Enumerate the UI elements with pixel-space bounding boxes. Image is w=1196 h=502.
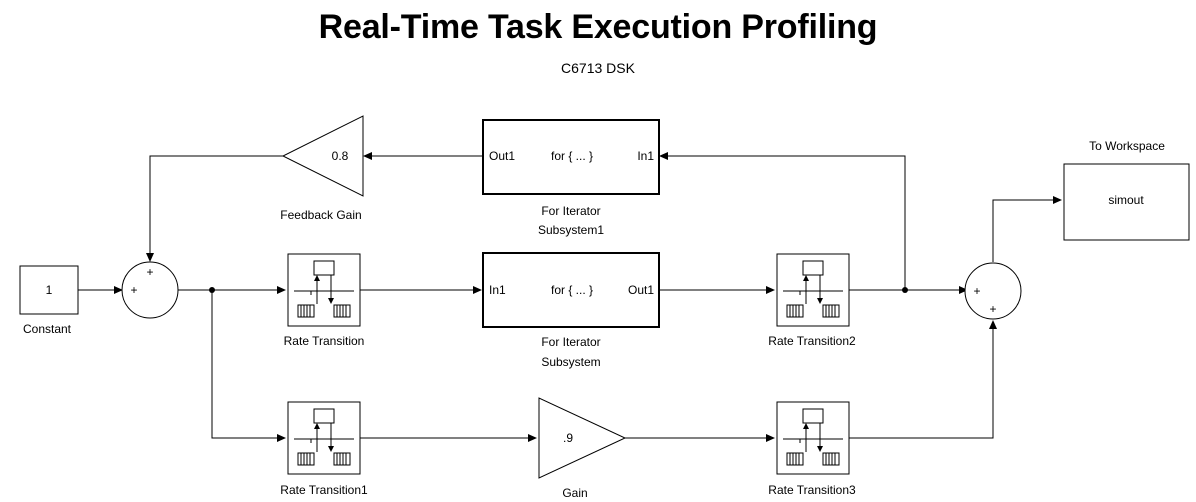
diagram-subtitle: C6713 DSK xyxy=(561,60,635,76)
feedback-gain-value: 0.8 xyxy=(332,149,349,163)
rate-transition3-block[interactable] xyxy=(776,401,850,475)
rate-transition-block[interactable] xyxy=(287,253,361,327)
feedback-gain-block[interactable]: 0.8 xyxy=(281,115,364,197)
wire-feedback-gain-to-sum[interactable] xyxy=(149,155,283,254)
gain-value: .9 xyxy=(563,431,573,445)
feedback-gain-label: Feedback Gain xyxy=(280,208,361,222)
for-iter-sub-label-line2: Subsystem xyxy=(541,355,600,369)
sum-sign-top: + xyxy=(146,265,153,279)
diagram-title: Real-Time Task Execution Profiling xyxy=(318,8,878,46)
wire-branch-to-rate-transition1[interactable] xyxy=(211,290,278,439)
to-workspace-value: simout xyxy=(1108,193,1144,207)
for-iter-sub1-label-line1: For Iterator xyxy=(541,204,600,218)
for-iter-sub1-body: for { ... } xyxy=(551,149,593,163)
constant-label: Constant xyxy=(23,322,72,336)
rate-transition3-icon xyxy=(776,401,850,475)
for-iter-sub1-port-in: In1 xyxy=(637,149,654,163)
rate-transition1-label: Rate Transition1 xyxy=(280,483,368,497)
gain-label: Gain xyxy=(562,486,587,500)
sum-output-sign-bottom: + xyxy=(989,302,996,316)
wire-branch-to-for-iter-sub1[interactable] xyxy=(667,155,906,290)
gain-block[interactable]: .9 xyxy=(538,397,627,479)
sum-block[interactable]: + + xyxy=(121,261,179,319)
for-iter-sub1-port-out: Out1 xyxy=(489,149,515,163)
constant-value: 1 xyxy=(46,283,53,297)
rate-transition1-icon xyxy=(287,401,361,475)
to-workspace-label: To Workspace xyxy=(1089,139,1165,153)
for-iter-sub1-label-line2: Subsystem1 xyxy=(538,223,604,237)
constant-block[interactable]: 1 xyxy=(19,265,79,315)
signal-lines xyxy=(78,152,1062,442)
rate-transition1-block[interactable] xyxy=(287,401,361,475)
sum-sign-left: + xyxy=(130,283,137,297)
wire-rt3-to-sum-out[interactable] xyxy=(849,328,994,439)
to-workspace-block[interactable]: simout xyxy=(1063,163,1190,241)
sum-output-block[interactable]: + + xyxy=(964,262,1022,320)
sum-output-sign-left: + xyxy=(973,284,980,298)
wire-sum-out-to-workspace[interactable] xyxy=(992,199,1054,262)
for-iterator-subsystem-block[interactable]: In1 for { ... } Out1 xyxy=(482,252,660,328)
for-iter-sub-port-out: Out1 xyxy=(628,283,654,297)
rate-transition2-icon xyxy=(776,253,850,327)
rate-transition2-label: Rate Transition2 xyxy=(768,334,856,348)
rate-transition3-label: Rate Transition3 xyxy=(768,483,856,497)
for-iter-sub-label-line1: For Iterator xyxy=(541,335,600,349)
for-iter-sub-body: for { ... } xyxy=(551,283,593,297)
rate-transition-icon xyxy=(287,253,361,327)
rate-transition2-block[interactable] xyxy=(776,253,850,327)
for-iter-sub-port-in: In1 xyxy=(489,283,506,297)
rate-transition-label: Rate Transition xyxy=(284,334,365,348)
for-iterator-subsystem1-block[interactable]: Out1 for { ... } In1 xyxy=(482,119,660,195)
